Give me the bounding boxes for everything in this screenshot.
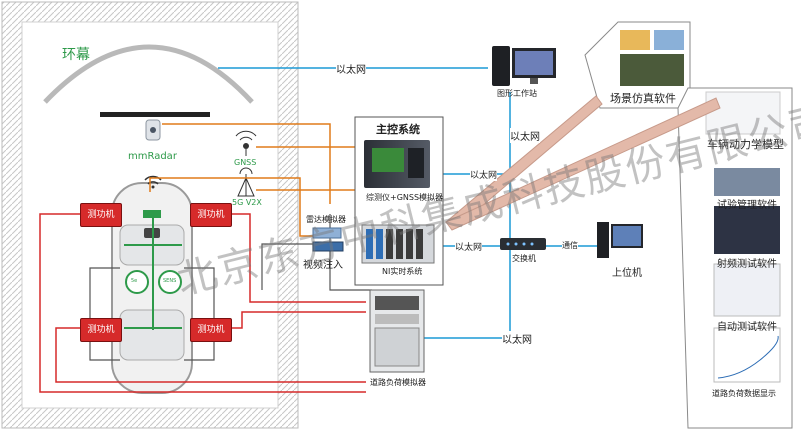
- signal-links: [149, 123, 366, 237]
- gnss-antenna-icon: [235, 130, 257, 156]
- ni-realtime-label: NI实时系统: [382, 267, 423, 276]
- road-load-sim-label: 道路负荷模拟器: [370, 378, 426, 387]
- wifi-icon: [144, 175, 162, 189]
- radar-simulator-label: 雷达模拟器: [306, 215, 346, 224]
- wheel-sensor-left-label: 5e: [131, 278, 138, 284]
- main-control-title: 主控系统: [376, 123, 420, 136]
- screen-label: 环幕: [62, 47, 90, 63]
- control-cables: [89, 214, 372, 361]
- graphics-workstation-icon: [492, 46, 556, 86]
- radar-simulator-device: [312, 227, 344, 252]
- software-panel: [677, 87, 793, 429]
- auto-test-label: 自动测试软件: [717, 322, 777, 333]
- test-mgmt-label: 试验管理软件: [717, 200, 777, 211]
- scene-sim-label: 场景仿真软件: [610, 92, 676, 105]
- curved-screen: [43, 44, 254, 104]
- radar-bar: [100, 112, 210, 117]
- ethernet-label-road: 以太网: [502, 331, 532, 346]
- graphics-workstation-label: 图形工作站: [497, 89, 537, 98]
- ethernet-label-tester: 以太网: [470, 168, 498, 181]
- data-flow-arrows: [445, 95, 721, 231]
- gnss-label: GNSS: [234, 158, 257, 167]
- rf-test-label: 射频测试软件: [717, 259, 777, 270]
- mmradar-label: mmRadar: [128, 151, 177, 162]
- comprehensive-tester-device: [364, 140, 430, 188]
- road-load-display-label: 道路负荷数据显示: [712, 389, 776, 398]
- comprehensive-tester-label: 综测仪+GNSS模拟器: [366, 193, 444, 202]
- host-pc-label: 上位机: [612, 268, 642, 279]
- network-switch-icon: [500, 238, 546, 250]
- ni-realtime-rack: [361, 224, 435, 264]
- dyno-front-right: 测功机: [190, 203, 232, 227]
- switch-label: 交换机: [512, 254, 536, 263]
- comm-label: 通信: [562, 240, 578, 251]
- wheel-sensor-right-label: SENS: [163, 278, 177, 284]
- video-injection-label: 视频注入: [303, 260, 343, 271]
- road-load-cabinet: [369, 289, 425, 373]
- ethernet-label-ni: 以太网: [455, 240, 483, 253]
- host-pc-icon: [597, 222, 643, 258]
- ethernet-label-screen: 以太网: [336, 61, 366, 76]
- dyno-rear-right: 测功机: [190, 318, 232, 342]
- dyno-rear-left: 测功机: [80, 318, 122, 342]
- dyno-front-left: 测功机: [80, 203, 122, 227]
- mmradar-sensor-icon: [145, 119, 161, 141]
- vehicle-outline: [111, 182, 193, 394]
- ethernet-label-workstation: 以太网: [510, 128, 540, 143]
- v2x-label: 5G V2X: [232, 198, 262, 207]
- vehicle-dynamics-label: 车辆动力学模型: [707, 138, 784, 151]
